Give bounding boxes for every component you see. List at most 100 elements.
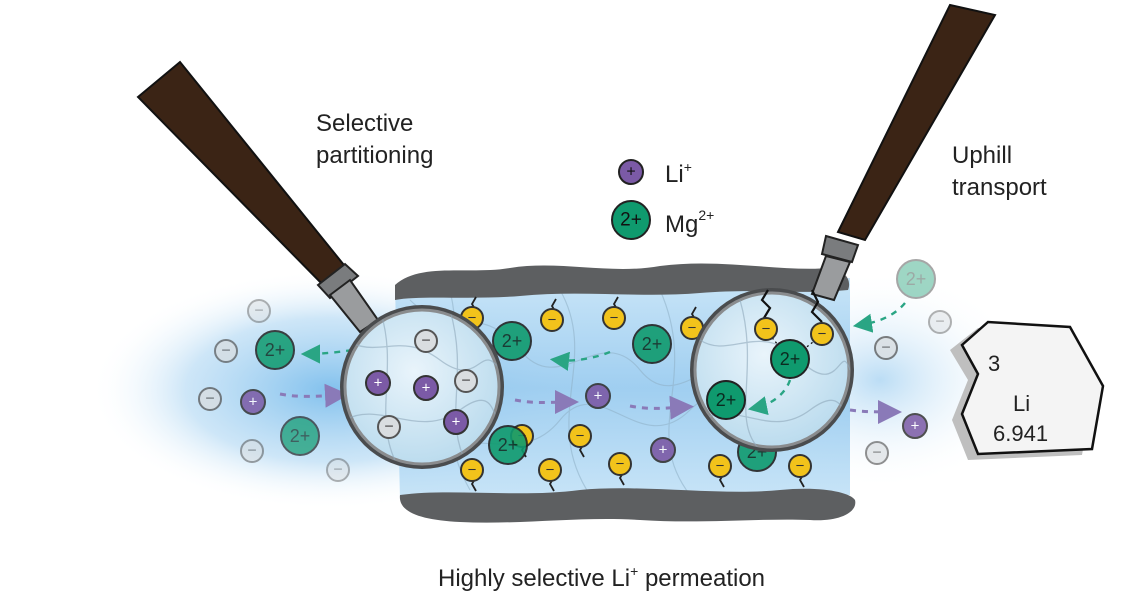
- membrane-bottom-edge: [399, 488, 856, 523]
- legend-mg-icon: [611, 200, 651, 240]
- anion-ion: −: [247, 299, 271, 323]
- caption-sup: +: [630, 563, 638, 579]
- svg-text:−: −: [548, 312, 557, 329]
- svg-text:−: −: [221, 343, 230, 360]
- mg-ion: 2+: [492, 321, 532, 361]
- sulfonate-group: −: [602, 306, 626, 330]
- li-ion: +: [443, 409, 469, 435]
- element-symbol: Li: [1013, 391, 1030, 416]
- svg-text:+: +: [911, 418, 920, 435]
- left-lens-ions: − + + − − +: [365, 329, 478, 439]
- svg-text:−: −: [796, 458, 805, 475]
- sulfonate-group: −: [810, 322, 834, 346]
- mg-ion: 2+: [770, 339, 810, 379]
- svg-text:−: −: [468, 462, 477, 479]
- svg-text:−: −: [421, 333, 430, 350]
- lithium-element-tile: 3 Li 6.941: [950, 320, 1105, 460]
- left-magnifier: − + + − − +: [136, 60, 504, 469]
- sulfonate-group: −: [680, 316, 704, 340]
- svg-text:+: +: [374, 375, 383, 392]
- anion-ion: −: [214, 339, 238, 363]
- label-partitioning: partitioning: [316, 142, 433, 169]
- bottom-caption: Highly selective Li+ permeation: [438, 563, 765, 591]
- legend-mg: 2+ Mg2+: [611, 200, 714, 240]
- legend-li-icon: [618, 159, 644, 185]
- svg-text:−: −: [688, 320, 697, 337]
- right-lens-ions: −−2+2+: [706, 317, 834, 420]
- label-selective: Selective: [316, 110, 413, 137]
- svg-text:2+: 2+: [265, 340, 286, 360]
- caption-prefix: Highly selective Li: [438, 565, 630, 591]
- right-magnifier-lens: [693, 291, 851, 449]
- svg-text:+: +: [249, 394, 258, 411]
- left-magnifier-handle: [136, 60, 354, 294]
- svg-text:−: −: [872, 445, 881, 462]
- element-atomic-mass: 6.941: [993, 421, 1048, 446]
- svg-text:−: −: [468, 310, 477, 327]
- right-magnifier: −−2+2+: [690, 3, 997, 452]
- svg-text:−: −: [333, 462, 342, 479]
- transport-arrows: [279, 302, 906, 424]
- svg-text:2+: 2+: [498, 435, 519, 455]
- svg-text:+: +: [452, 414, 461, 431]
- sulfonate-group: −: [538, 458, 562, 482]
- left-magnifier-collar: [316, 262, 360, 300]
- element-atomic-number: 3: [988, 351, 1000, 376]
- right-magnifier-collar: [820, 234, 860, 264]
- mg-ion: 2+: [896, 259, 936, 299]
- anion-ion: −: [377, 415, 401, 439]
- li-ion: +: [902, 413, 928, 439]
- sulfonate-group: −: [754, 317, 778, 341]
- sulfonate-group: −: [608, 452, 632, 476]
- uphill-arrow: [747, 379, 792, 416]
- li-ion: +: [365, 370, 391, 396]
- caption-suffix: permeation: [638, 565, 765, 591]
- tether-right: [810, 289, 823, 323]
- sulfonate-group: −: [708, 454, 732, 478]
- li-ion: +: [650, 437, 676, 463]
- svg-text:−: −: [610, 310, 619, 327]
- mg-ion: 2+: [632, 324, 672, 364]
- legend-li-label-text: Li: [665, 161, 684, 188]
- legend-mg-label-text: Mg: [665, 211, 698, 238]
- svg-text:−: −: [384, 419, 393, 436]
- legend-mg-symbol: 2+: [620, 210, 642, 231]
- svg-text:−: −: [881, 340, 890, 357]
- svg-text:−: −: [716, 458, 725, 475]
- li-ion: +: [585, 383, 611, 409]
- label-uphill: Uphill: [952, 142, 1012, 169]
- svg-text:2+: 2+: [290, 426, 311, 446]
- mg-ion: 2+: [488, 425, 528, 465]
- anion-ion: −: [928, 310, 952, 334]
- anion-ion: −: [326, 458, 350, 482]
- svg-text:−: −: [461, 373, 470, 390]
- coordination-lines: [765, 329, 823, 361]
- right-magnifier-neck: [810, 254, 852, 302]
- bulk-solution-ions: −−2+−+2+−−2+−−+−: [198, 259, 952, 482]
- mg-ion: 2+: [706, 380, 746, 420]
- legend-li: + Li+: [618, 159, 692, 188]
- svg-text:−: −: [205, 391, 214, 408]
- legend: + Li+ 2+ Mg2+: [611, 159, 714, 240]
- legend-mg-sup: 2+: [698, 207, 714, 223]
- svg-text:−: −: [935, 314, 944, 331]
- svg-text:−: −: [576, 428, 585, 445]
- svg-text:2+: 2+: [906, 269, 927, 289]
- anion-ion: −: [874, 336, 898, 360]
- sulfonate-group: −: [460, 458, 484, 482]
- anion-ion: −: [240, 439, 264, 463]
- svg-text:−: −: [762, 321, 771, 338]
- li-ion: +: [240, 389, 266, 415]
- svg-text:+: +: [659, 442, 668, 459]
- right-magnifier-handle: [836, 3, 997, 242]
- legend-mg-label: Mg2+: [665, 207, 714, 238]
- svg-text:2+: 2+: [502, 331, 523, 351]
- svg-text:−: −: [616, 456, 625, 473]
- label-transport: transport: [952, 174, 1047, 201]
- svg-text:+: +: [594, 388, 603, 405]
- svg-text:2+: 2+: [716, 390, 737, 410]
- sulfonate-group: −: [568, 424, 592, 448]
- svg-text:2+: 2+: [780, 349, 801, 369]
- li-ion: +: [413, 375, 439, 401]
